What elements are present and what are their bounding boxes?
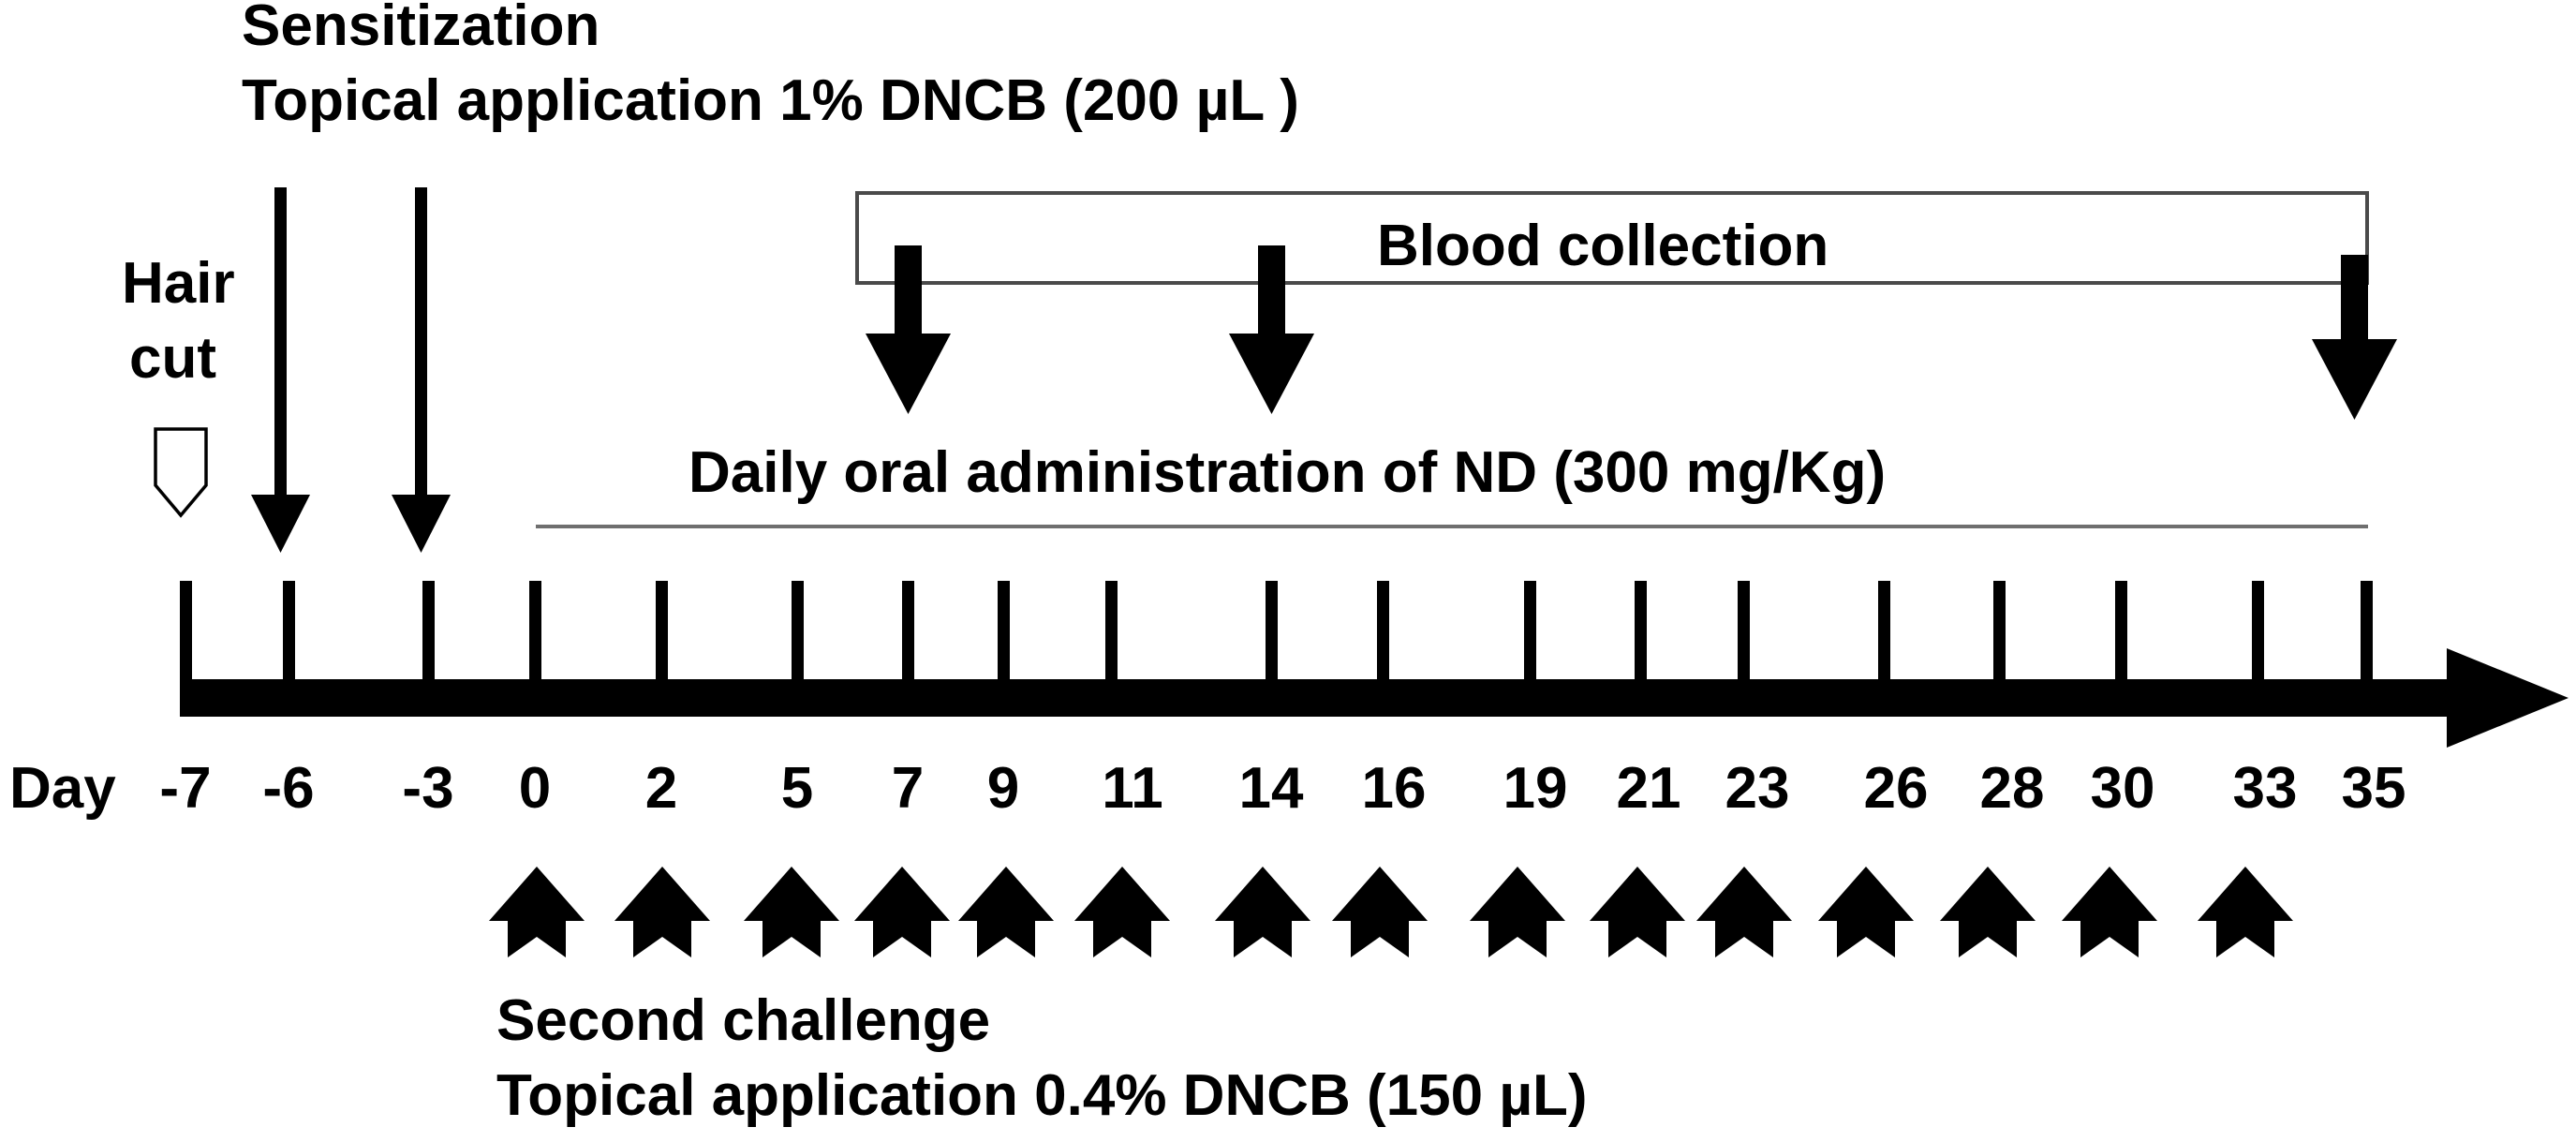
- axis-arrowhead-icon: [2447, 648, 2569, 748]
- second-challenge-arrow: [2062, 867, 2157, 957]
- tick-label: 28: [1980, 756, 2045, 821]
- second-challenge-arrows: [489, 867, 2293, 957]
- second-challenge-arrow: [1818, 867, 1914, 957]
- tick-label: 9: [987, 756, 1019, 821]
- tick-label: -7: [159, 756, 211, 821]
- sensitization-label-line1: Sensitization: [242, 0, 600, 58]
- axis-tick-labels: -7 -6 -3 0 2 5 7 9 11 14 16 19 21 23 26 …: [159, 756, 2406, 821]
- tick-label: 16: [1362, 756, 1427, 821]
- oral-administration-label: Daily oral administration of ND (300 mg/…: [688, 440, 1886, 505]
- second-challenge-arrow: [1940, 867, 2036, 957]
- second-challenge-arrow: [958, 867, 1054, 957]
- blood-collection-label: Blood collection: [1377, 214, 1828, 278]
- tick-label: 2: [645, 756, 677, 821]
- second-challenge-arrow: [854, 867, 950, 957]
- second-challenge-arrow: [1470, 867, 1565, 957]
- tick-label: 0: [519, 756, 551, 821]
- tick-label: 21: [1617, 756, 1681, 821]
- blood-collection-bracket: [855, 191, 2369, 285]
- blood-collection-arrow-day-14: [1229, 245, 1314, 414]
- second-challenge-arrow: [1332, 867, 1428, 957]
- sensitization-arrow-day--6: [251, 187, 310, 553]
- hair-cut-pentagon-icon: [154, 427, 208, 518]
- tick-label: 7: [892, 756, 924, 821]
- tick-label: 5: [781, 756, 813, 821]
- hair-cut-label-line2: cut: [129, 326, 216, 391]
- second-challenge-arrow: [1590, 867, 1685, 957]
- axis-ticks: [180, 581, 2373, 684]
- tick-label: -3: [402, 756, 453, 821]
- axis-day-prefix-label: Day: [9, 756, 116, 821]
- sensitization-label-line2: Topical application 1% DNCB (200 µL ): [242, 68, 1299, 133]
- second-challenge-arrow: [489, 867, 585, 957]
- second-challenge-arrow: [1696, 867, 1792, 957]
- tick-label: 19: [1503, 756, 1568, 821]
- blood-collection-arrow-day-7: [866, 245, 951, 414]
- second-challenge-arrow: [744, 867, 839, 957]
- hair-cut-label-line1: Hair: [122, 251, 235, 316]
- tick-label: 30: [2091, 756, 2155, 821]
- tick-label: -6: [262, 756, 314, 821]
- tick-label: 11: [1102, 756, 1163, 821]
- blood-collection-arrow-day-35: [2312, 255, 2397, 420]
- tick-label: 26: [1864, 756, 1929, 821]
- second-challenge-label-line1: Second challenge: [496, 988, 990, 1053]
- second-challenge-arrow: [1074, 867, 1170, 957]
- second-challenge-arrow: [1215, 867, 1310, 957]
- sensitization-arrow-day--3: [392, 187, 451, 553]
- second-challenge-arrow: [614, 867, 710, 957]
- tick-label: 23: [1725, 756, 1790, 821]
- tick-label: 33: [2233, 756, 2298, 821]
- tick-label: 14: [1239, 756, 1304, 821]
- tick-label: 35: [2342, 756, 2406, 821]
- axis-baseline: [180, 679, 2450, 717]
- second-challenge-arrow: [2198, 867, 2293, 957]
- second-challenge-label-line2: Topical application 0.4% DNCB (150 µL): [496, 1063, 1588, 1128]
